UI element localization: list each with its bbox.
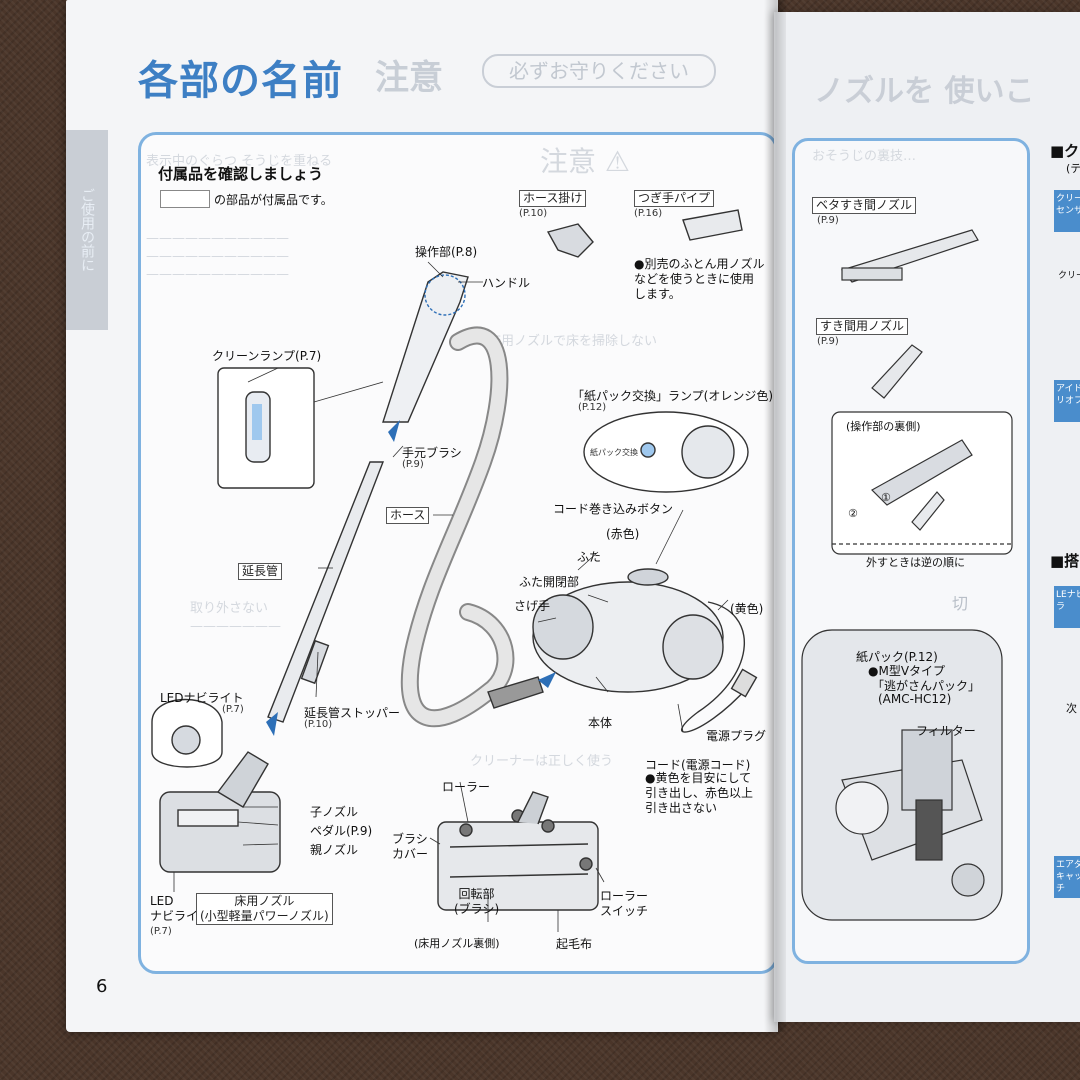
side-a-badge: クリーセンサ xyxy=(1054,190,1080,232)
control-back-label: (操作部の裏側) xyxy=(846,420,921,433)
ghost-pill: 必ずお守りください xyxy=(482,54,716,88)
lid-label: ふた xyxy=(577,550,602,564)
lid-opener-label: ふた開閉部 xyxy=(519,575,580,589)
joint-pipe-note: ●別売のふとん用ノズル などを使うときに使用 します。 xyxy=(634,257,765,301)
ghost-text-1: 表示中のぐらつ そうじを重ねる xyxy=(146,154,333,169)
filter-label: フィルター xyxy=(916,724,976,738)
crevice-label: すき間用ノズル xyxy=(816,318,909,335)
joint-pipe-label: つぎ手パイプ xyxy=(634,190,715,207)
clean-lamp-label: クリーンランプ(P.7) xyxy=(212,349,322,363)
paper-pack-lamp-label: 「紙パック交換」ランプ(オレンジ色) xyxy=(572,389,774,403)
paper-pack-label: 紙パック(P.12) xyxy=(856,650,938,664)
carry-handle-label: さげ手 xyxy=(514,599,551,613)
ghost-text-3: ————————————————————————————————— xyxy=(146,231,289,282)
accessory-marker-box xyxy=(160,190,210,208)
cord-drawing xyxy=(681,601,749,733)
side-c-badge: LEナビラ xyxy=(1054,586,1080,628)
paper-pack-model: (AMC-HC12) xyxy=(878,692,952,706)
red-label: (赤色) xyxy=(606,527,640,541)
paper-pack-name: 「逃がさんパック」 xyxy=(872,679,981,693)
ghost-text-6: クリーナーは正しく使う xyxy=(470,754,614,769)
hose-hook-drawing xyxy=(546,223,594,258)
vacuum-illustration xyxy=(151,209,758,932)
handle-drawing xyxy=(382,271,469,423)
crevice-drawing xyxy=(871,344,923,399)
joint-pipe-ref: (P.16) xyxy=(634,208,663,219)
led-navi-top-label: LEDナビライト xyxy=(160,691,244,705)
floor-nozzle-label: 床用ノズル (小型軽量パワーノズル) xyxy=(196,893,333,925)
paper-pack-type: ●M型Vタイプ xyxy=(868,664,946,678)
cord-button-label: コード巻き込みボタン xyxy=(553,502,674,516)
yellow-label: (黄色) xyxy=(730,602,764,616)
cord-label: コード(電源コード) xyxy=(645,758,751,772)
hose-hook-ref: (P.10) xyxy=(519,208,548,219)
power-plug-drawing xyxy=(730,668,758,698)
ghost-text-5: 取り外さない——————— xyxy=(190,601,281,634)
side-a2-text: クリー xyxy=(1058,271,1080,281)
led-navi-bottom-label: LED ナビライト xyxy=(150,894,211,923)
right-head-2: ■搭 xyxy=(1050,552,1080,570)
control-label: 操作部(P.8) xyxy=(415,245,478,259)
flat-crevice-label: ベタすき間ノズル xyxy=(812,197,917,214)
extension-pipe-label: 延長管 xyxy=(238,563,283,580)
page-number: 6 xyxy=(96,976,108,997)
extension-stopper-drawing xyxy=(300,639,330,685)
right-subtitle: おそうじの裏技… xyxy=(812,149,917,164)
ghost-text-2: 注意 ⚠ xyxy=(540,145,631,178)
circle-2: ② xyxy=(848,507,858,520)
right-title-ghost: ノズルを 使いこ xyxy=(814,74,1035,109)
ghost-text-4: 床用ノズルで床を掃除しない xyxy=(488,334,658,349)
nap-cloth-label: 起毛布 xyxy=(556,937,593,951)
side-tab: ご使用の前に xyxy=(66,130,108,330)
circle-1: ① xyxy=(881,491,891,504)
cut-mark: 切 xyxy=(952,594,969,613)
floor-nozzle-back-label: (床用ノズル裏側) xyxy=(414,937,500,950)
hose-hook-label: ホース掛け xyxy=(519,190,587,207)
led-navi-bottom-ref: (P.7) xyxy=(150,926,172,937)
title-ghost: 注意 xyxy=(375,58,443,98)
flat-crevice-ref: (P.9) xyxy=(817,215,839,226)
handle-label: ハンドル xyxy=(482,276,531,290)
power-plug-label: 電源プラグ xyxy=(706,729,767,743)
joint-pipe-drawing xyxy=(682,209,743,241)
next-text: 次 xyxy=(1066,702,1077,715)
brush-cover-label: ブラシ カバー xyxy=(392,832,429,861)
hose-label: ホース xyxy=(386,507,430,524)
body-label: 本体 xyxy=(588,716,613,730)
book-spine xyxy=(764,0,786,1032)
ext-stopper-label: 延長管ストッパー xyxy=(304,706,401,720)
paper-pack-lamp-text: 紙パック交換 xyxy=(590,448,638,457)
remove-note: 外すときは逆の順に xyxy=(866,556,965,569)
crevice-ref: (P.9) xyxy=(817,336,839,347)
cord-note: ●黄色を目安にして 引き出し、赤色以上 引き出さない xyxy=(645,771,754,815)
led-navi-top-ref: (P.7) xyxy=(222,704,244,715)
accessories-heading: 付属品を確認しましょう xyxy=(158,165,324,183)
pedal-label: ペダル(P.9) xyxy=(310,824,373,838)
right-illustrations xyxy=(801,229,1013,921)
rotating-label: 回転部 (ブラシ) xyxy=(454,887,500,916)
child-nozzle-label: 子ノズル xyxy=(310,805,359,819)
ext-stopper-ref: (P.10) xyxy=(304,719,333,730)
accessories-note: の部品が付属品です。 xyxy=(214,193,333,207)
side-b-badge: アイドリオフ xyxy=(1054,380,1080,422)
extension-pipe-drawing xyxy=(267,461,385,723)
parent-nozzle-label: 親ノズル xyxy=(310,843,359,857)
hand-brush-label: 手元ブラシ xyxy=(402,446,462,460)
right-head-1-sub: (テ xyxy=(1066,162,1080,175)
side-d-badge: エアダキャッチ xyxy=(1054,856,1080,898)
roller-label: ローラー xyxy=(442,780,491,794)
floor-nozzle-drawing xyxy=(159,791,281,873)
roller-switch-label: ローラー スイッチ xyxy=(600,889,649,918)
paper-pack-lamp-ref: (P.12) xyxy=(578,402,607,413)
page-title: 各部の名前 xyxy=(138,58,343,104)
right-head-1: ■ク xyxy=(1050,142,1080,160)
hand-brush-ref: (P.9) xyxy=(402,459,424,470)
